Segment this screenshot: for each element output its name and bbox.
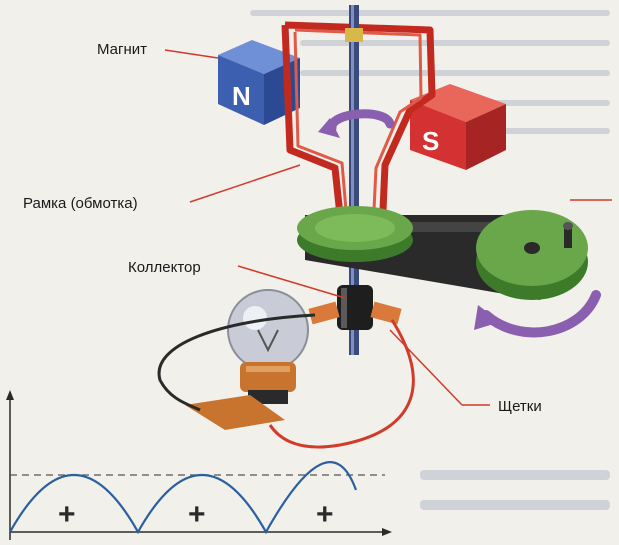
drive-disk-crank bbox=[474, 210, 601, 338]
collector-label: Коллектор bbox=[128, 259, 201, 276]
north-pole-label: N bbox=[232, 81, 251, 111]
rectified-wave bbox=[9, 461, 358, 535]
axle bbox=[345, 5, 363, 355]
magnet-label: Магнит bbox=[97, 41, 147, 58]
crank-rotation-arrow-icon bbox=[481, 290, 601, 338]
drive-disk-main bbox=[297, 206, 413, 262]
wave-graph: + + + bbox=[6, 390, 392, 540]
wire-frame bbox=[281, 21, 436, 216]
leader-lines bbox=[164, 49, 612, 406]
background-text-pattern bbox=[250, 10, 610, 510]
graph-plus-3: + bbox=[316, 498, 334, 531]
light-bulb-icon bbox=[185, 289, 309, 430]
collector bbox=[308, 285, 402, 330]
frame-label: Рамка (обмотка) bbox=[23, 195, 138, 212]
rotation-arrow-icon bbox=[318, 109, 395, 138]
graph-plus-2: + bbox=[188, 498, 206, 531]
graph-plus-1: + bbox=[58, 498, 76, 531]
south-pole-label: S bbox=[422, 126, 439, 156]
magnet-north: N bbox=[218, 40, 300, 125]
bulb-wires bbox=[157, 313, 415, 449]
brushes-label: Щетки bbox=[498, 398, 542, 415]
